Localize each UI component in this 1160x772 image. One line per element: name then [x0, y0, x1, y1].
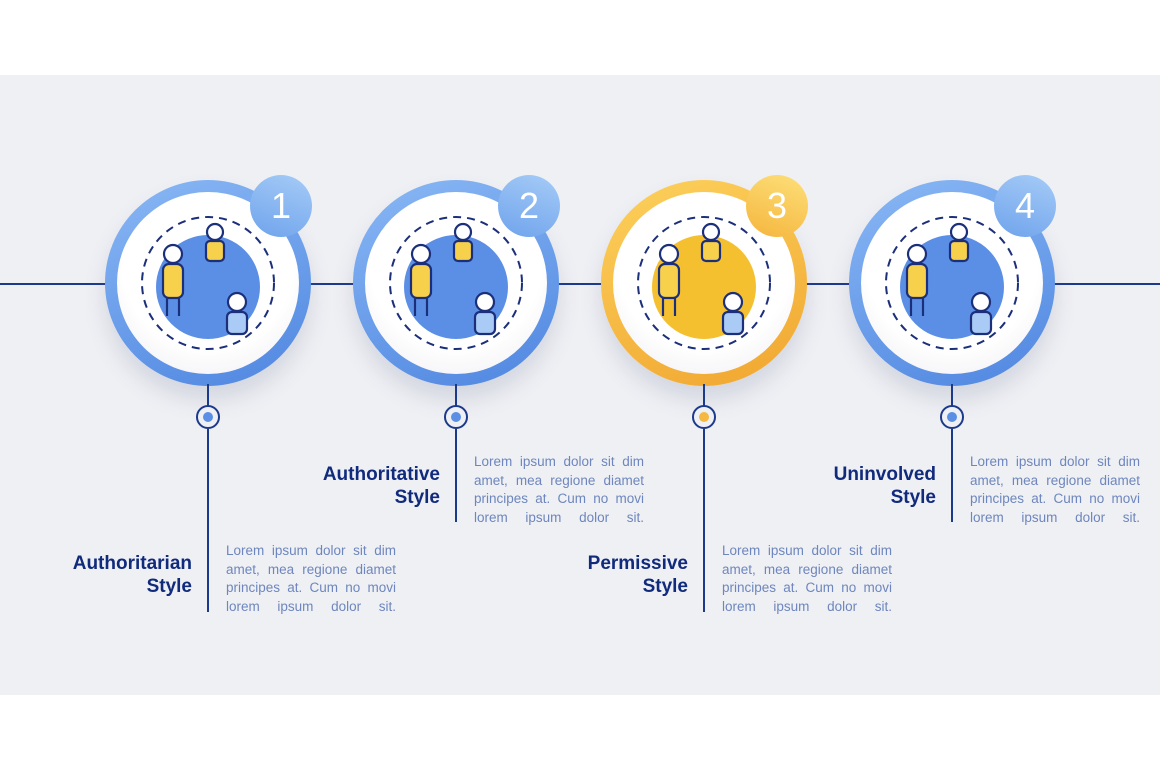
step-title-line1: Permissive	[587, 553, 688, 574]
connector-line	[207, 384, 209, 406]
authoritarian-parenting-icon	[141, 216, 275, 350]
step-title-line1: Authoritative	[322, 464, 440, 485]
infographic-background	[0, 75, 1160, 695]
connector-line	[951, 384, 953, 406]
step-title: Authoritative Style	[220, 463, 440, 509]
uninvolved-parenting-icon	[885, 216, 1019, 350]
node-dot	[699, 412, 709, 422]
step-divider-line	[455, 429, 457, 522]
node-dot	[451, 412, 461, 422]
step-number: 1	[270, 185, 292, 226]
step-title: Permissive Style	[468, 552, 688, 598]
timeline-line	[0, 283, 1160, 285]
step-description: Lorem ipsum dolor sit dim amet, mea regi…	[474, 454, 644, 525]
step-number-badge: 3	[746, 175, 808, 237]
connector-line	[455, 384, 457, 406]
step-title-line1: Authoritarian	[72, 553, 192, 574]
step-title-line2: Style	[146, 576, 192, 597]
authoritative-parenting-icon	[389, 216, 523, 350]
timeline-node	[940, 405, 964, 429]
step-description: Lorem ipsum dolor sit dim amet, mea regi…	[970, 454, 1140, 525]
step-divider-line	[703, 429, 705, 612]
node-dot	[947, 412, 957, 422]
step-divider-line	[951, 429, 953, 522]
connector-line	[703, 384, 705, 406]
timeline-node	[196, 405, 220, 429]
permissive-parenting-icon	[637, 216, 771, 350]
step-number-badge: 1	[250, 175, 312, 237]
step-number-badge: 4	[994, 175, 1056, 237]
step-title: Authoritarian Style	[0, 552, 192, 598]
step-number-badge: 2	[498, 175, 560, 237]
node-dot	[203, 412, 213, 422]
step-title-line2: Style	[394, 487, 440, 508]
timeline-node	[444, 405, 468, 429]
step-title: Uninvolved Style	[716, 463, 936, 509]
step-title-line2: Style	[890, 487, 936, 508]
step-number: 3	[766, 185, 788, 226]
step-title-line2: Style	[642, 576, 688, 597]
step-title-line1: Uninvolved	[833, 464, 936, 485]
step-description: Lorem ipsum dolor sit dim amet, mea regi…	[722, 543, 892, 614]
step-number: 2	[518, 185, 540, 226]
timeline-node	[692, 405, 716, 429]
step-divider-line	[207, 429, 209, 612]
step-number: 4	[1014, 185, 1036, 226]
step-description: Lorem ipsum dolor sit dim amet, mea regi…	[226, 543, 396, 614]
